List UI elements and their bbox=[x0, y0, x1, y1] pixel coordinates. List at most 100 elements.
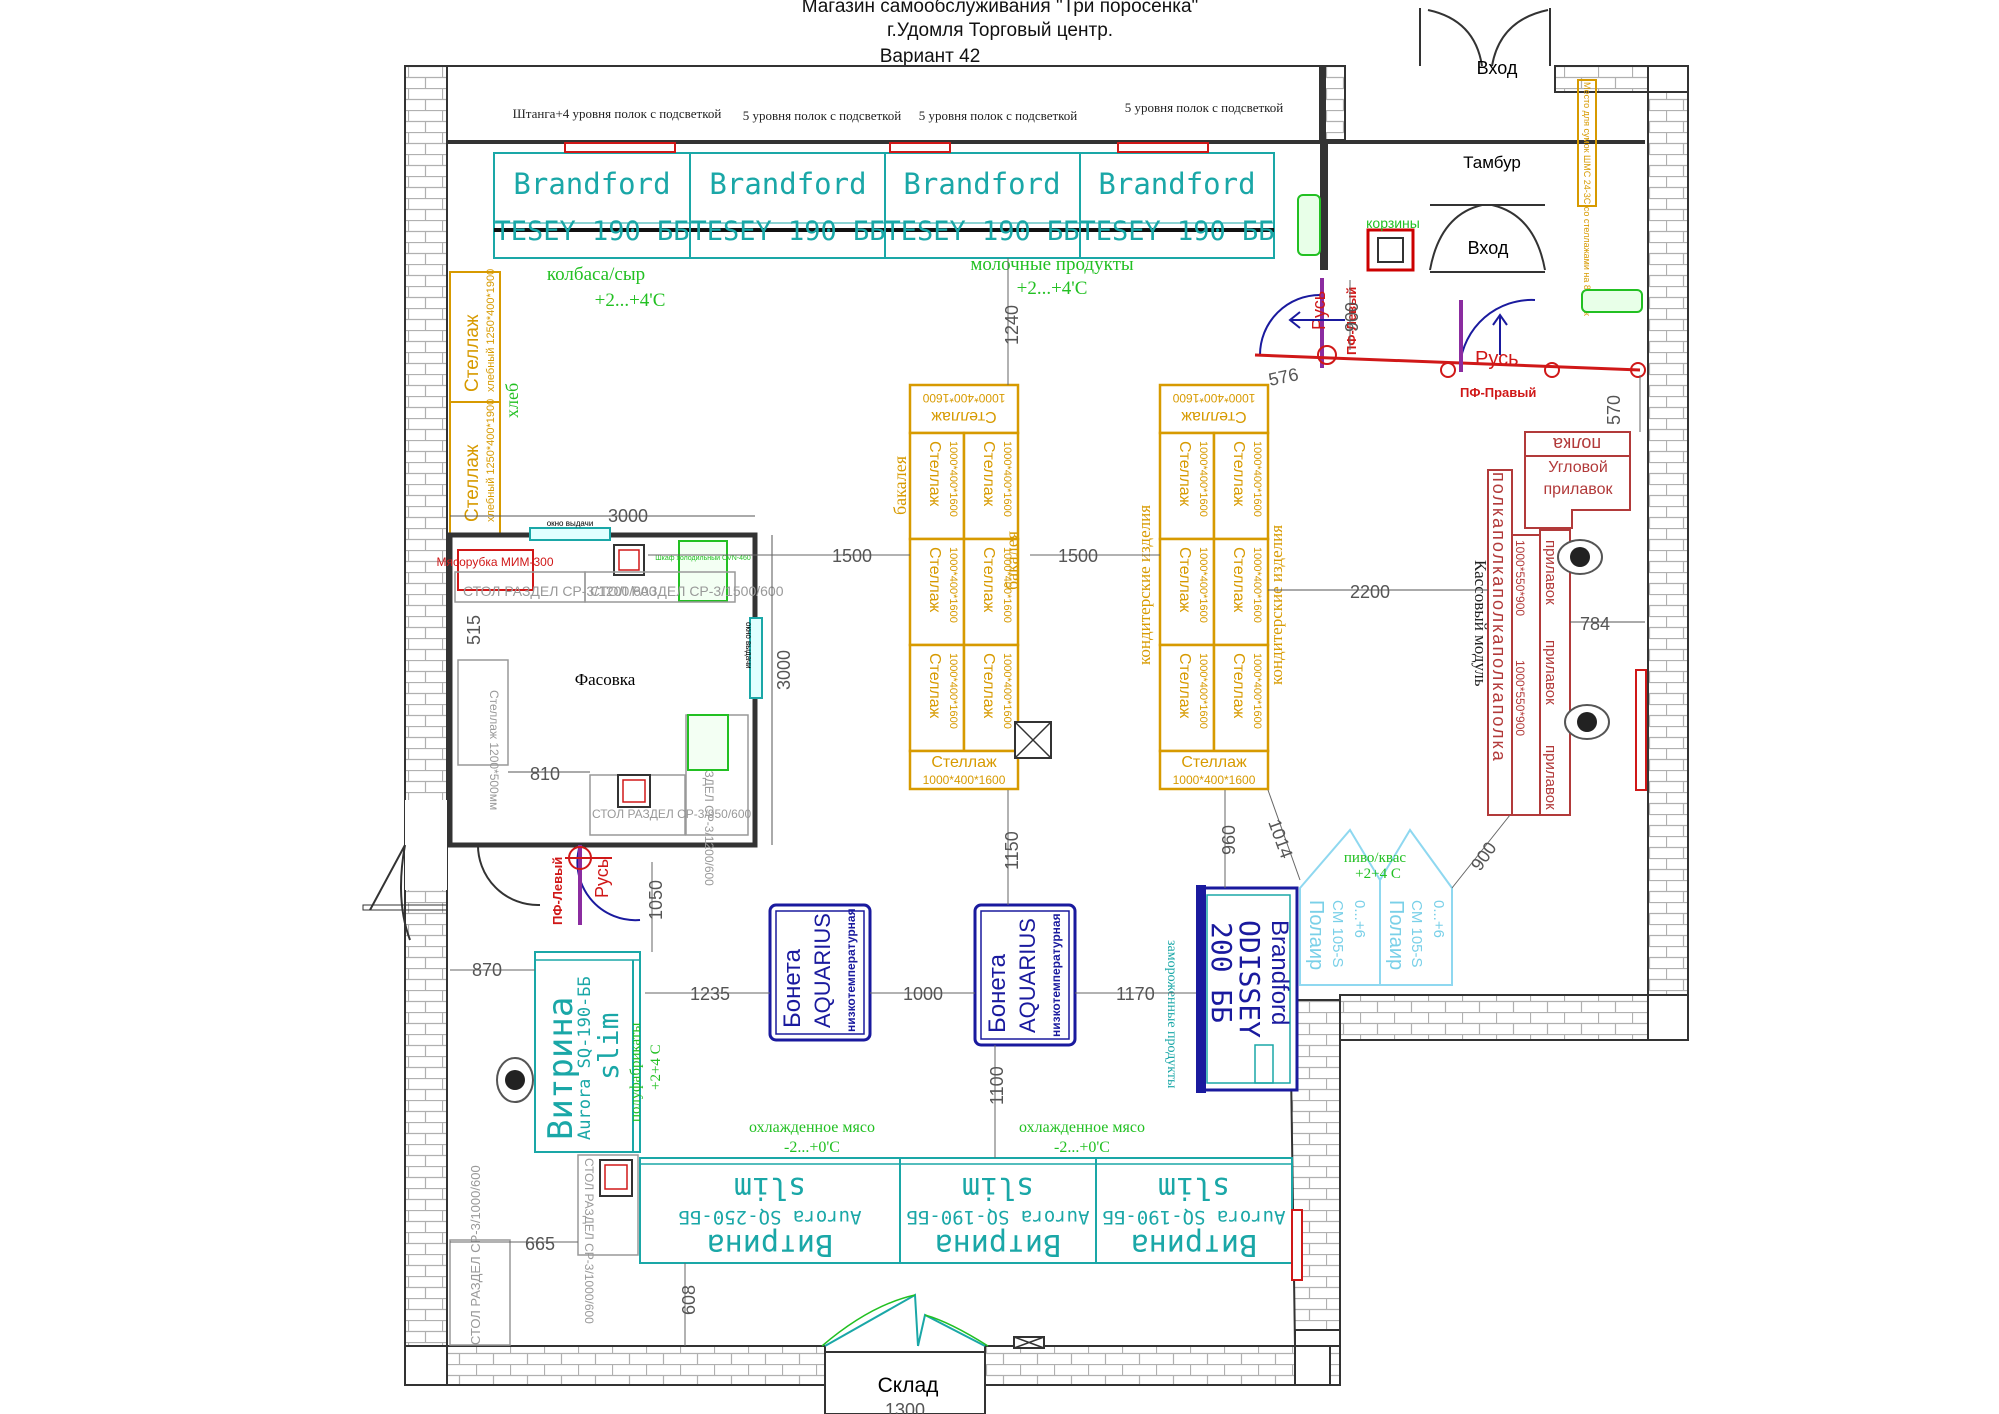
entry-door-rus-right: Русь bbox=[1475, 348, 1519, 370]
bonetta-1-temp: низкотемпературная bbox=[844, 908, 858, 1032]
gondola-bakaleya-rack-2-0-size: 1000*400*1600 bbox=[947, 653, 959, 729]
corner-counter bbox=[1524, 455, 1631, 529]
bonetta-1-name: Бонета bbox=[779, 948, 806, 1028]
polair-1-temp: 0...+6 bbox=[1351, 900, 1368, 938]
shelf-note-3: 5 уровня полок с подсветкой bbox=[919, 108, 1078, 123]
title-line-1: Магазин самообслуживания "Три поросенка" bbox=[802, 0, 1199, 17]
meat-grinder bbox=[457, 549, 534, 591]
radiator-top-2 bbox=[889, 142, 951, 153]
dim-665: 665 bbox=[525, 1234, 555, 1254]
gondola-bakaleya-rack-0-1-label: Стеллаж bbox=[980, 441, 997, 507]
dimension-values: 1240 1500 1500 576 900 570 1150 960 1014… bbox=[472, 302, 1624, 1315]
dim-870: 870 bbox=[472, 960, 502, 980]
shelf-left-column bbox=[1487, 469, 1513, 816]
gondola-konditer-rack-0-1 bbox=[1212, 431, 1270, 541]
title-line-2: г.Удомля Торговый центр. bbox=[887, 20, 1113, 41]
dim-1170: 1170 bbox=[1116, 984, 1155, 1004]
dim-1050: 1050 bbox=[646, 880, 666, 920]
bag-locker bbox=[1577, 79, 1597, 207]
gondola-bakaleya-rack-1-0-size: 1000*400*1600 bbox=[947, 547, 959, 623]
dim-515: 515 bbox=[464, 615, 484, 645]
gondola-konditer-rack-2-0-label: Стеллаж bbox=[1176, 653, 1193, 719]
korziny-label: корзины bbox=[1366, 215, 1420, 231]
dim-1300: 1300 bbox=[885, 1400, 925, 1414]
gondola-konditer-rack-1-1-label: Стеллаж bbox=[1230, 547, 1247, 613]
gondola-konditer-rack-2-1-label: Стеллаж bbox=[1230, 653, 1247, 719]
tambour-wall bbox=[1320, 140, 1328, 270]
zone-kolbasa: колбаса/сыр bbox=[547, 264, 645, 285]
gondola-konditer-rack-1-0-label: Стеллаж bbox=[1176, 547, 1193, 613]
gondola-bakaleya-rack-2-1 bbox=[962, 643, 1020, 753]
table-bottom-1-label: СТОЛ РАЗДЕЛ СР-3/1000/600 bbox=[582, 1158, 596, 1324]
radiator-right bbox=[1635, 669, 1647, 791]
meat-case-2-model: Aurora SQ-190-ББ bbox=[906, 1206, 1089, 1228]
gondola-konditer-end-top bbox=[1158, 383, 1270, 435]
korziny-box bbox=[1366, 228, 1415, 272]
meat-case-3-model: Aurora SQ-190-ББ bbox=[1102, 1206, 1285, 1228]
table-bottom-2-label: СТОЛ РАЗДЕЛ СР-3/1000/600 bbox=[468, 1165, 483, 1345]
counter-label-2: прилавок bbox=[1542, 640, 1559, 705]
zone-beer-temp: +2+4 С bbox=[1355, 866, 1401, 882]
entry-door-pf-right: ПФ-Правый bbox=[1460, 385, 1536, 400]
tesey-brand-4: Brandford bbox=[1098, 167, 1255, 201]
bread-racks: Стеллаж хлебный 1250*400*1900 Стеллаж хл… bbox=[449, 269, 522, 535]
dim-1014: 1014 bbox=[1264, 817, 1296, 861]
aurora-left-type: slim bbox=[592, 1013, 625, 1080]
table-2-label: СТОЛ РАЗДЕЛ СР-3/1500/600 bbox=[590, 583, 784, 599]
zone-dairy-temp: +2...+4'С bbox=[1017, 278, 1088, 299]
meat-grinder-label: Мясорубка МИМ-300 bbox=[436, 555, 553, 569]
tesey-brand-1: Brandford bbox=[513, 167, 670, 201]
gondola-konditer-rack-0-1-label: Стеллаж bbox=[1230, 441, 1247, 507]
entrance-frame bbox=[1419, 8, 1551, 66]
zone-semi-temp: +2+4 С bbox=[648, 1044, 664, 1090]
gondola-bakaleya-end-bottom-label: Стеллаж bbox=[931, 754, 997, 771]
prep-room: окно выдачи окно выдачи Фасовка Мясорубк… bbox=[436, 506, 794, 886]
basket-stand-right bbox=[1581, 289, 1643, 313]
entry-doors: Русь ПФ-Левый Русь ПФ-Правый bbox=[1254, 278, 1646, 400]
zone-meat-1-temp: -2...+0'С bbox=[784, 1139, 840, 1156]
shelf-note-2: 5 уровня полок с подсветкой bbox=[743, 108, 902, 123]
rack-1200 bbox=[457, 659, 509, 766]
tesey-model-4: TESEY 190 ББ bbox=[1079, 216, 1274, 247]
meat-case-3-type: slim bbox=[1158, 1170, 1230, 1205]
dim-1100: 1100 bbox=[987, 1066, 1007, 1105]
dim-810: 810 bbox=[530, 764, 560, 784]
bread-rack-2-size: хлебный 1250*400*1900 bbox=[485, 399, 497, 522]
shelf-top bbox=[1524, 431, 1631, 457]
table-bottom-1 bbox=[577, 1154, 639, 1256]
bonetta-2-model: AQUARIUS bbox=[1015, 918, 1040, 1033]
dim-1500-b: 1500 bbox=[1058, 546, 1098, 566]
dim-784: 784 bbox=[1580, 614, 1610, 634]
gondola-bakaleya-end-top-label: Стеллаж bbox=[931, 408, 997, 425]
aurora-left-model: Aurora SQ-190-ББ bbox=[575, 976, 595, 1140]
gondola-konditer-rack-0-0-size: 1000*400*1600 bbox=[1197, 441, 1209, 517]
gondola-konditer-rack-0-1-size: 1000*400*1600 bbox=[1251, 441, 1263, 517]
counter-label-3: прилавок bbox=[1542, 745, 1559, 810]
tambour-wall-2 bbox=[1320, 66, 1326, 140]
meat-case-1-model: Aurora SQ-250-ББ bbox=[678, 1206, 861, 1228]
window-top-label: окно выдачи bbox=[547, 519, 594, 528]
counter-size-2: 1000*550*900 bbox=[1513, 660, 1527, 736]
dim-3000-v: 3000 bbox=[774, 650, 794, 690]
counter-label-1: прилавок bbox=[1542, 540, 1559, 605]
zone-meat-2-temp: -2...+0'С bbox=[1054, 1139, 1110, 1156]
table-3-label: СТОЛ РАЗДЕЛ СР-3/950/600 bbox=[592, 807, 752, 821]
zone-konditer-1: кондитерские изделия bbox=[1135, 505, 1154, 665]
odissey-freezer: Brandford ODISSEY 200 ББ замороженные пр… bbox=[1164, 885, 1299, 1093]
zone-bakaleya-2: бакалея bbox=[1002, 531, 1022, 590]
meat-case-2-name: Витрина bbox=[935, 1227, 1061, 1262]
rack-1200-label: Стеллаж 1200*500мм bbox=[487, 690, 501, 810]
dim-2200: 2200 bbox=[1350, 582, 1390, 602]
table-2 bbox=[584, 571, 736, 603]
zone-konditer-2: кондитерские изделия bbox=[1267, 525, 1286, 685]
dimension-lines bbox=[450, 258, 1641, 1346]
bonetta-2-name: Бонета bbox=[984, 953, 1011, 1033]
prep-room-title: Фасовка bbox=[575, 670, 636, 689]
shelf-top-label: полка bbox=[1552, 434, 1601, 454]
tesey-brand-2: Brandford bbox=[709, 167, 866, 201]
aurora-left: Витрина Aurora SQ-190-ББ slim полуфабрик… bbox=[496, 951, 664, 1153]
polair-2-temp: 0...+6 bbox=[1430, 900, 1447, 938]
dim-576: 576 bbox=[1267, 364, 1301, 390]
gondola-bakaleya-end-bottom bbox=[908, 749, 1020, 791]
gondola-konditer-rack-2-1-size: 1000*400*1600 bbox=[1251, 653, 1263, 729]
